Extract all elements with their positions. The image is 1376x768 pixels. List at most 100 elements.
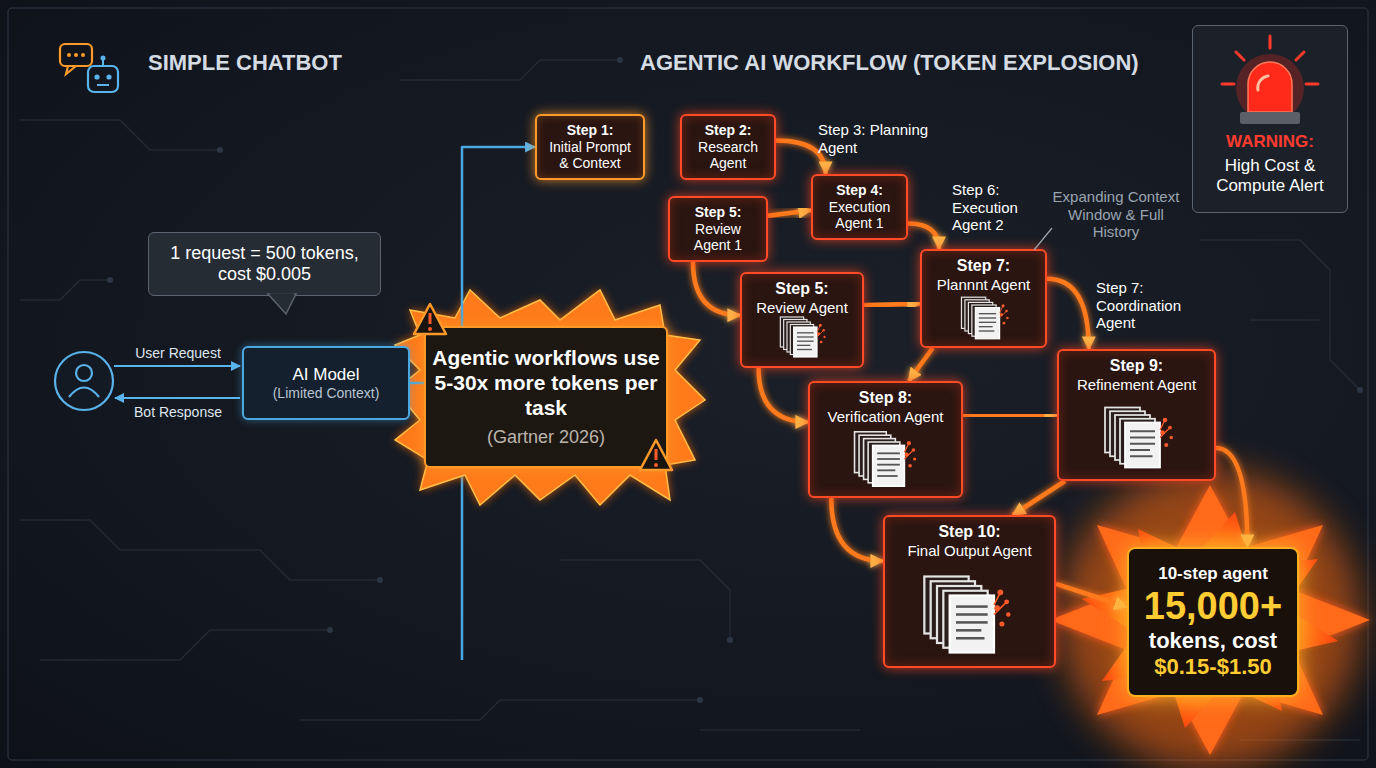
node-heading: WARNING: <box>1226 132 1314 152</box>
art-part <box>414 304 446 334</box>
art-part <box>395 290 705 505</box>
node-heading: Step 5: <box>695 204 742 221</box>
art-part <box>700 729 860 731</box>
node-heading: 10-step agent <box>1158 564 1268 584</box>
art-part <box>410 140 1247 607</box>
flow-arrow <box>1216 448 1247 547</box>
art-part <box>81 53 85 57</box>
art-part <box>40 630 330 660</box>
node-text: Verification Agent <box>828 408 944 426</box>
flow-label: Bot Response <box>118 404 238 421</box>
document-stack <box>780 317 825 357</box>
step-box: Step 9:Refinement Agent <box>1057 349 1216 481</box>
art-part <box>114 365 240 367</box>
circuit-lines <box>20 60 1360 740</box>
flow-arrow <box>1013 481 1065 515</box>
model-box: AI Model(Limited Context) <box>242 346 410 420</box>
step-box: Step 8:Verification Agent <box>808 381 963 498</box>
chat-icon <box>60 44 118 92</box>
art-part <box>617 57 623 63</box>
warning-box: WARNING: High Cost & Compute Alert <box>1192 25 1348 213</box>
art-part <box>74 53 78 57</box>
art-part <box>640 440 672 470</box>
node-text: Execution Agent 1 <box>819 199 900 232</box>
art-part <box>697 697 703 703</box>
flow-arrow <box>645 145 680 150</box>
flow-arrow <box>864 303 920 305</box>
flow-arrow <box>1047 279 1089 349</box>
node-text: Initial Prompt & Context <box>543 139 637 172</box>
node-text: (Limited Context) <box>273 385 380 402</box>
art-part <box>94 74 99 79</box>
art-part <box>1236 54 1304 122</box>
flow-arrow <box>768 210 811 216</box>
node-heading: AI Model <box>292 365 359 385</box>
step-label: Step 6: Execution Agent 2 <box>952 181 1030 234</box>
node-heading: Step 10: <box>938 523 1000 542</box>
art-part <box>1082 512 1338 728</box>
art-part <box>115 397 240 399</box>
pointer-join <box>270 293 294 296</box>
chat-arrows <box>114 366 240 398</box>
art-part <box>67 53 71 57</box>
callout-box: 1 request = 500 tokens, cost $0.005 <box>148 232 381 296</box>
art-part <box>1050 485 1370 755</box>
stat-callout: Agentic workflows use 5-30x more tokens … <box>424 326 668 468</box>
art-part <box>20 520 380 580</box>
art-part <box>107 277 113 283</box>
art-part <box>1250 319 1320 321</box>
flow-arrow <box>963 415 1057 416</box>
circuit-dots <box>107 57 1363 703</box>
art-part <box>1269 36 1272 48</box>
node-heading: Step 1: <box>567 122 614 139</box>
art-part <box>1236 52 1244 60</box>
step-box: Step 2:Research Agent <box>680 114 776 180</box>
art-part <box>1248 62 1292 112</box>
flow-arrow <box>831 498 883 561</box>
node-text: (Gartner 2026) <box>487 427 605 448</box>
art-part <box>654 463 658 467</box>
art-part <box>66 66 76 74</box>
step-box: Step 5:Review Agent 1 <box>668 196 768 262</box>
node-heading: Step 9: <box>1110 357 1163 376</box>
warning-triangle <box>640 440 672 470</box>
art-part <box>97 84 109 86</box>
art-part <box>1240 112 1300 124</box>
art-part <box>727 637 733 643</box>
art-part <box>1222 83 1234 86</box>
step-box: Step 7:Plannnt Agent <box>920 249 1047 348</box>
art-part <box>300 700 700 720</box>
node-heading: Step 5: <box>775 280 828 299</box>
flow-label: User Request <box>118 345 238 362</box>
node-heading: Step 7: <box>957 257 1010 276</box>
node-text: 15,000+ <box>1144 584 1282 629</box>
node-text: Plannnt Agent <box>937 276 1030 294</box>
art-part <box>1296 52 1304 60</box>
step-label: Step 7: Coordination Agent <box>1096 279 1194 332</box>
document-stack <box>961 297 1008 339</box>
node-text: Research Agent <box>688 139 768 172</box>
node-heading: 1 request = 500 tokens, cost $0.005 <box>159 243 370 285</box>
explosion <box>1050 470 1370 768</box>
step-label: Step 3: Planning Agent <box>818 121 930 156</box>
art-part <box>76 365 92 381</box>
art-part <box>327 627 333 633</box>
step-box: Step 1:Initial Prompt & Context <box>535 114 645 180</box>
art-part <box>395 290 705 505</box>
art-part <box>20 120 220 150</box>
art-part <box>20 280 110 300</box>
art-part <box>60 44 92 66</box>
art-part <box>560 560 730 640</box>
art-part <box>428 327 432 331</box>
art-part <box>400 60 620 80</box>
node-text: Review Agent <box>756 299 848 317</box>
flow-arrow <box>759 368 808 422</box>
node-text: High Cost & Compute Alert <box>1201 156 1339 196</box>
art-part <box>1258 76 1268 90</box>
leader-line <box>1034 228 1052 250</box>
node-heading: Step 4: <box>836 182 883 199</box>
node-heading: Step 2: <box>705 122 752 139</box>
art-part <box>429 313 432 324</box>
